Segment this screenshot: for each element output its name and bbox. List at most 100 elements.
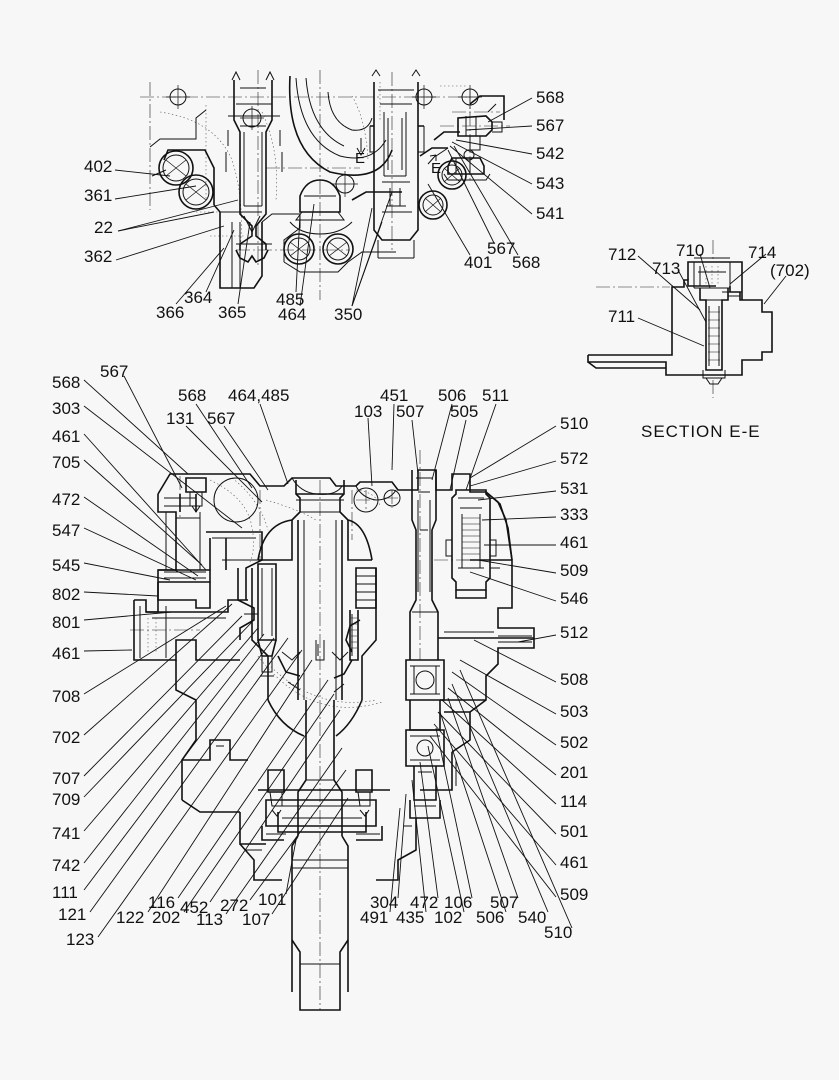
callout-510-a: 510 — [560, 414, 589, 433]
callout-547: 547 — [52, 521, 81, 540]
callout-leader-lines — [83, 97, 787, 938]
callout-121: 121 — [58, 905, 87, 924]
section-ee-geometry — [587, 240, 773, 398]
callout-364: 364 — [184, 288, 213, 307]
callout-107: 107 — [242, 910, 271, 929]
callout-572: 572 — [560, 449, 589, 468]
callout-123: 123 — [66, 930, 95, 949]
callout-541: 541 — [536, 204, 565, 223]
callout-567-mt: 567 — [207, 409, 236, 428]
callout-333: 333 — [560, 505, 589, 524]
callout-366: 366 — [156, 303, 185, 322]
callout-435: 435 — [396, 908, 425, 927]
callout-506-b: 506 — [476, 908, 505, 927]
bolt-head-icon — [418, 160, 467, 220]
callout-106: 106 — [444, 893, 473, 912]
callout-113: 113 — [196, 910, 224, 929]
callout-511: 511 — [482, 386, 510, 405]
callout-131: 131 — [166, 409, 195, 428]
callout-545: 545 — [52, 556, 81, 575]
callout-503: 503 — [560, 702, 589, 721]
bolt-head-icon — [283, 233, 354, 265]
callout-713: 713 — [652, 259, 681, 278]
callout-568-mt: 568 — [178, 386, 207, 405]
callout-461-a: 461 — [52, 427, 81, 446]
callout-546: 546 — [560, 589, 589, 608]
callout-507-t: 507 — [396, 402, 425, 421]
callout-202: 202 — [152, 908, 181, 927]
section-mark-e-right: E — [431, 160, 442, 177]
callout-102: 102 — [434, 908, 463, 927]
callout-472-a: 472 — [52, 490, 81, 509]
callout-502: 502 — [560, 733, 589, 752]
callout-122: 122 — [116, 908, 145, 927]
callout-472-b: 472 — [410, 893, 439, 912]
callout-567-main: 567 — [100, 362, 129, 381]
callout-111: 111 — [52, 883, 78, 902]
bolt-head-icon — [158, 150, 214, 210]
callout-542: 542 — [536, 144, 565, 163]
callout-568-main: 568 — [52, 373, 81, 392]
callout-705: 705 — [52, 453, 81, 472]
callout-702-main: 702 — [52, 728, 81, 747]
callout-201: 201 — [560, 763, 589, 782]
callout-401: 401 — [464, 253, 493, 272]
callout-501: 501 — [560, 822, 589, 841]
callout-531: 531 — [560, 479, 589, 498]
callout-802: 802 — [52, 585, 81, 604]
callout-461-d: 461 — [560, 853, 589, 872]
callout-464: 464 — [278, 305, 307, 324]
callout-402: 402 — [84, 157, 113, 176]
callout-461-b: 461 — [52, 644, 81, 663]
callout-506-t: 506 — [438, 386, 467, 405]
callout-461-c: 461 — [560, 533, 589, 552]
callout-362: 362 — [84, 247, 113, 266]
callout-116: 116 — [148, 893, 176, 912]
callout-712: 712 — [608, 245, 637, 264]
callout-741: 741 — [52, 824, 81, 843]
callout-540: 540 — [518, 908, 547, 927]
callout-707: 707 — [52, 769, 81, 788]
callout-711: 711 — [608, 307, 636, 326]
callout-801: 801 — [52, 613, 81, 632]
callout-365: 365 — [218, 303, 247, 322]
section-ee-caption: SECTION E-E — [641, 422, 761, 441]
callout-507-b: 507 — [490, 893, 519, 912]
callout-714: 714 — [748, 243, 777, 262]
callout-22: 22 — [94, 218, 113, 237]
callout-361: 361 — [84, 186, 113, 205]
callout-451: 451 — [380, 386, 409, 405]
section-arrow-icon — [356, 138, 437, 165]
callout-304: 304 — [370, 893, 399, 912]
callout-103: 103 — [354, 402, 383, 421]
center-target-icon — [166, 85, 482, 197]
callout-485: 485 — [276, 290, 305, 309]
callout-568-top: 568 — [536, 88, 565, 107]
callout-710: 710 — [676, 241, 705, 260]
callout-702: (702) — [770, 261, 810, 280]
callout-508: 508 — [560, 670, 589, 689]
callout-709: 709 — [52, 790, 81, 809]
callout-510-c: 510 — [544, 923, 573, 942]
callout-272: 272 — [220, 896, 249, 915]
callout-491: 491 — [360, 908, 389, 927]
callout-742: 742 — [52, 856, 81, 875]
callout-543: 543 — [536, 174, 565, 193]
callout-350: 350 — [334, 305, 363, 324]
callout-708: 708 — [52, 687, 81, 706]
callout-452: 452 — [180, 898, 209, 917]
callout-568-low: 568 — [512, 253, 541, 272]
callout-567-low: 567 — [487, 239, 516, 258]
callout-509-a: 509 — [560, 561, 589, 580]
callout-464-485: 464,485 — [228, 386, 290, 405]
top-plan-view — [140, 69, 510, 300]
callout-512: 512 — [560, 623, 589, 642]
main-cross-section-geometry — [130, 450, 535, 1011]
callout-509-b: 509 — [560, 885, 589, 904]
callout-303: 303 — [52, 399, 81, 418]
callout-114: 114 — [560, 792, 588, 811]
callout-101: 101 — [258, 890, 287, 909]
callout-505: 505 — [450, 402, 479, 421]
